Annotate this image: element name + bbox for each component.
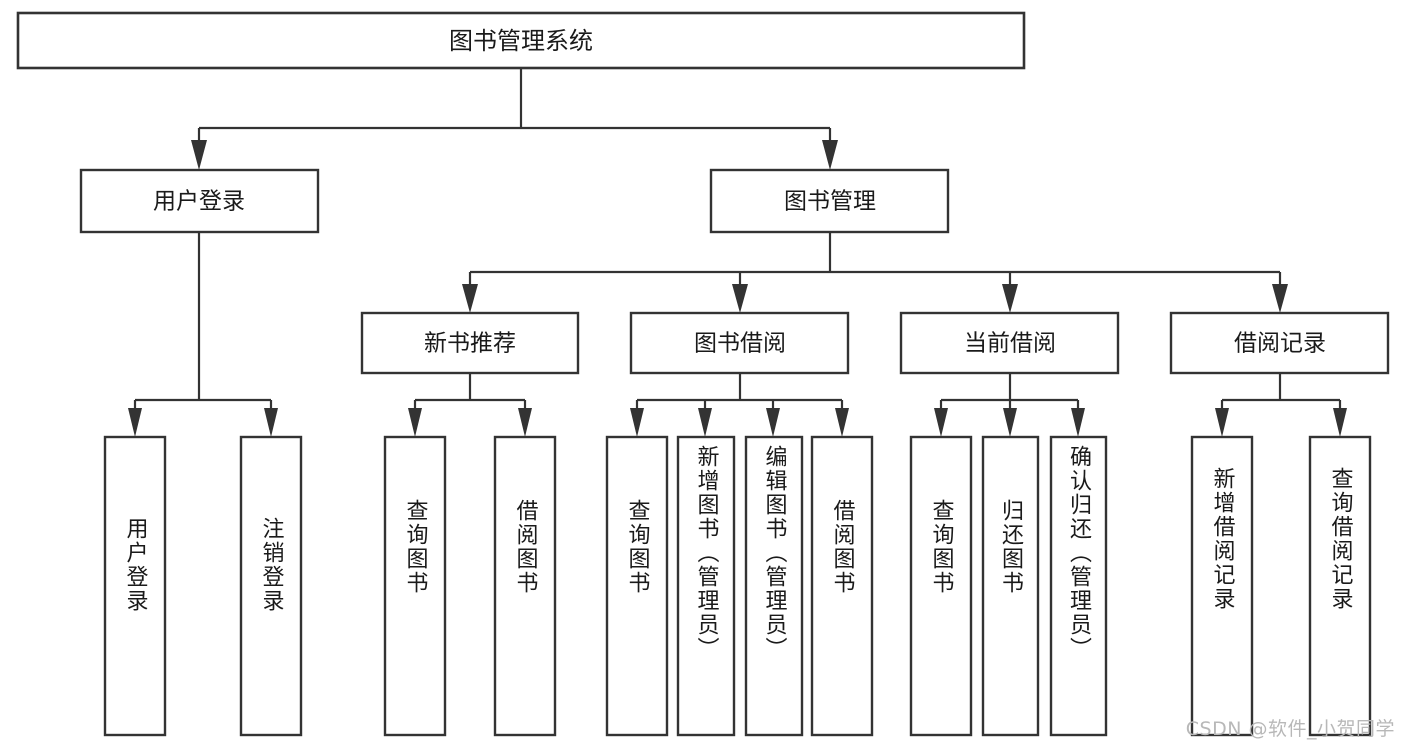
node-level3-new-book[interactable]: 新书推荐 [360, 311, 580, 375]
leaf-box-g3-l1[interactable] [605, 435, 669, 737]
node-root[interactable]: 图书管理系统 [16, 11, 1026, 70]
node-level3-new-book-label: 新书推荐 [424, 331, 516, 357]
node-level3-current-borrow[interactable]: 当前借阅 [899, 311, 1120, 375]
node-level3-book-borrow-label: 图书借阅 [694, 331, 786, 357]
node-level2-book-manage[interactable]: 图书管理 [709, 168, 950, 234]
connector-group-newbook-leaves [408, 373, 532, 437]
arrow-icon-borrow-record [1272, 284, 1288, 313]
leaf-box-g1-l1[interactable] [103, 435, 167, 737]
leaf-box-g1-l2[interactable] [239, 435, 303, 737]
arrow-icon-book-manage [822, 140, 838, 170]
node-level2-user-login-box[interactable] [79, 168, 320, 234]
arrow-icon-g2-l2 [518, 408, 532, 437]
connector-group-borrowrecord-leaves [1215, 373, 1347, 437]
leaf-box-g5-l1[interactable] [1190, 435, 1254, 737]
node-level2-book-manage-label: 图书管理 [784, 189, 876, 215]
leaf-boxes-group-3 [605, 435, 874, 737]
arrow-icon-current-borrow [1002, 284, 1018, 313]
arrow-icon-new-book [462, 284, 478, 313]
node-level2-user-login[interactable]: 用户登录 [79, 168, 320, 234]
node-level3-borrow-record-box[interactable] [1169, 311, 1390, 375]
arrow-icon-g4-l2 [1003, 408, 1017, 437]
connector-group-bookborrow-leaves [630, 373, 849, 437]
arrow-icon-g1-l2 [264, 408, 278, 437]
connector-group-userlogin-leaves [128, 232, 278, 437]
node-root-box[interactable] [16, 11, 1026, 70]
leaf-boxes-group-4 [909, 435, 1108, 737]
arrow-icon-g3-l4 [835, 408, 849, 437]
leaf-boxes-group-2 [383, 435, 557, 737]
leaf-boxes-group-1 [103, 435, 303, 737]
arrow-icon-g4-l1 [934, 408, 948, 437]
leaf-box-g2-l2[interactable] [493, 435, 557, 737]
arrow-icon-g2-l1 [408, 408, 422, 437]
node-root-label: 图书管理系统 [449, 27, 593, 55]
leaf-box-g3-l2[interactable] [676, 435, 736, 737]
leaf-boxes-group-5 [1190, 435, 1372, 737]
node-level2-user-login-label: 用户登录 [153, 189, 245, 215]
node-level3-book-borrow-box[interactable] [629, 311, 850, 375]
arrow-icon-g5-l1 [1215, 408, 1229, 437]
arrow-icon-g3-l3 [766, 408, 780, 437]
leaf-box-g4-l1[interactable] [909, 435, 973, 737]
arrow-icon-g3-l1 [630, 408, 644, 437]
leaf-box-g3-l3[interactable] [744, 435, 804, 737]
arrow-icon-g3-l2 [698, 408, 712, 437]
arrow-icon-book-borrow [732, 284, 748, 313]
leaf-box-g4-l3[interactable] [1049, 435, 1108, 737]
node-level3-borrow-record[interactable]: 借阅记录 [1169, 311, 1390, 375]
connector-group-bookmanage-to-level3 [462, 232, 1288, 313]
leaf-box-g2-l1[interactable] [383, 435, 447, 737]
arrow-icon-g4-l3 [1071, 408, 1085, 437]
node-level3-current-borrow-label: 当前借阅 [964, 331, 1056, 357]
arrow-icon-g1-l1 [128, 408, 142, 437]
node-level3-book-borrow[interactable]: 图书借阅 [629, 311, 850, 375]
node-level3-borrow-record-label: 借阅记录 [1234, 331, 1326, 357]
node-level2-book-manage-box[interactable] [709, 168, 950, 234]
leaf-box-g4-l2[interactable] [981, 435, 1040, 737]
leaf-box-g5-l2[interactable] [1308, 435, 1372, 737]
arrow-icon-g5-l2 [1333, 408, 1347, 437]
arrow-icon-user-login [191, 140, 207, 170]
node-level3-new-book-box[interactable] [360, 311, 580, 375]
leaf-box-g3-l4[interactable] [810, 435, 874, 737]
connector-group-currentborrow-leaves [934, 373, 1085, 437]
connector-group-root-to-level2 [191, 68, 838, 170]
node-level3-current-borrow-box[interactable] [899, 311, 1120, 375]
